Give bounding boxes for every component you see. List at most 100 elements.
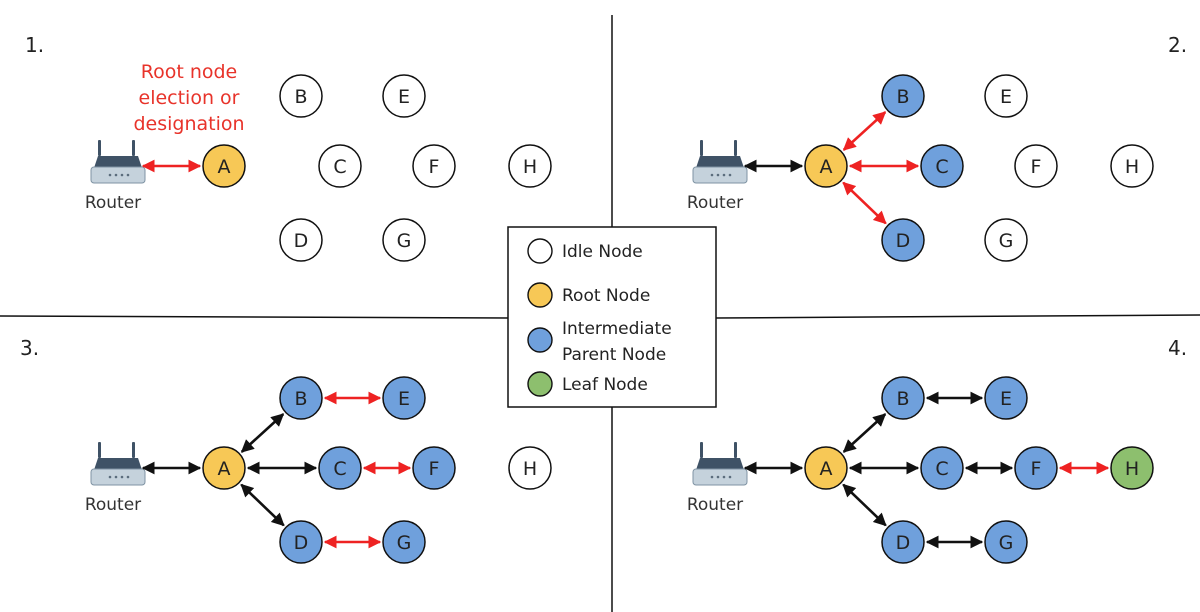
root-election-annotation: Root node election or designation bbox=[133, 61, 244, 135]
node-label: B bbox=[896, 388, 909, 410]
router-icon bbox=[90, 140, 146, 184]
node-c: C bbox=[318, 144, 362, 188]
node-b: B bbox=[279, 376, 323, 420]
node-c: C bbox=[920, 446, 964, 490]
node-label: D bbox=[294, 532, 309, 554]
node-label: H bbox=[523, 156, 537, 178]
annotation-line: Root node bbox=[141, 61, 238, 83]
node-d: D bbox=[279, 218, 323, 262]
node-g: G bbox=[382, 520, 426, 564]
node-label: B bbox=[294, 388, 307, 410]
annotation-line: election or bbox=[139, 87, 240, 109]
divider-horizontal-right bbox=[715, 314, 1200, 319]
node-label: A bbox=[218, 156, 231, 178]
node-label: A bbox=[820, 458, 833, 480]
node-a: A bbox=[202, 144, 246, 188]
node-label: G bbox=[397, 230, 412, 252]
link-a-d bbox=[240, 483, 285, 527]
legend-swatch bbox=[527, 371, 553, 397]
node-label: G bbox=[999, 532, 1014, 554]
legend-item-root: Root Node bbox=[527, 282, 650, 308]
router-icon bbox=[692, 140, 748, 184]
node-label: G bbox=[999, 230, 1014, 252]
link-a-b bbox=[842, 413, 887, 453]
panel-step-label: 4. bbox=[1168, 336, 1187, 360]
node-f: F bbox=[412, 144, 456, 188]
node-label: C bbox=[333, 156, 346, 178]
node-e: E bbox=[984, 376, 1028, 420]
annotation-line: designation bbox=[133, 113, 244, 135]
node-label: C bbox=[935, 458, 948, 480]
node-d: D bbox=[881, 218, 925, 262]
link-a-d bbox=[842, 483, 887, 527]
legend-item-leaf: Leaf Node bbox=[527, 371, 648, 397]
link-a-d bbox=[842, 181, 887, 225]
legend-label: Root Node bbox=[562, 286, 650, 306]
panel-step-label: 2. bbox=[1168, 33, 1187, 57]
panel-3: 3. Router A B C D E F G H bbox=[20, 336, 552, 564]
node-h: H bbox=[1110, 446, 1154, 490]
node-f: F bbox=[1014, 446, 1058, 490]
node-label: H bbox=[1125, 156, 1139, 178]
node-g: G bbox=[984, 520, 1028, 564]
node-label: A bbox=[218, 458, 231, 480]
node-g: G bbox=[984, 218, 1028, 262]
node-label: D bbox=[896, 230, 911, 252]
link-a-b bbox=[842, 111, 887, 151]
legend-label: Leaf Node bbox=[562, 375, 648, 395]
router-label: Router bbox=[687, 193, 743, 213]
node-label: E bbox=[1000, 86, 1012, 108]
node-label: F bbox=[1031, 156, 1042, 178]
node-label: B bbox=[896, 86, 909, 108]
panel-4: 4. Router A B C D E F G H bbox=[687, 336, 1187, 564]
node-d: D bbox=[279, 520, 323, 564]
node-e: E bbox=[984, 74, 1028, 118]
node-b: B bbox=[881, 376, 925, 420]
node-a: A bbox=[804, 144, 848, 188]
panel-2: 2. Router A B C D E F G H bbox=[687, 33, 1187, 262]
node-d: D bbox=[881, 520, 925, 564]
divider-horizontal-left bbox=[0, 315, 511, 319]
panel-step-label: 1. bbox=[25, 33, 44, 57]
legend-swatch bbox=[527, 238, 553, 264]
node-label: F bbox=[1031, 458, 1042, 480]
router-label: Router bbox=[687, 495, 743, 515]
node-label: E bbox=[398, 86, 410, 108]
node-label: C bbox=[935, 156, 948, 178]
node-label: C bbox=[333, 458, 346, 480]
node-label: E bbox=[1000, 388, 1012, 410]
node-label: B bbox=[294, 86, 307, 108]
node-label: F bbox=[429, 156, 440, 178]
node-label: F bbox=[429, 458, 440, 480]
legend-swatch bbox=[527, 327, 553, 353]
node-h: H bbox=[508, 144, 552, 188]
node-label: D bbox=[294, 230, 309, 252]
router-label: Router bbox=[85, 495, 141, 515]
node-b: B bbox=[279, 74, 323, 118]
node-f: F bbox=[1014, 144, 1058, 188]
node-g: G bbox=[382, 218, 426, 262]
legend-label: Idle Node bbox=[562, 242, 643, 262]
node-e: E bbox=[382, 376, 426, 420]
legend-swatch bbox=[527, 282, 553, 308]
node-label: G bbox=[397, 532, 412, 554]
node-label: E bbox=[398, 388, 410, 410]
router-icon bbox=[90, 442, 146, 486]
node-c: C bbox=[920, 144, 964, 188]
node-a: A bbox=[804, 446, 848, 490]
router-icon bbox=[692, 442, 748, 486]
node-label: H bbox=[1125, 458, 1139, 480]
node-f: F bbox=[412, 446, 456, 490]
node-h: H bbox=[1110, 144, 1154, 188]
node-h: H bbox=[508, 446, 552, 490]
node-b: B bbox=[881, 74, 925, 118]
panel-step-label: 3. bbox=[20, 336, 39, 360]
node-label: A bbox=[820, 156, 833, 178]
node-label: D bbox=[896, 532, 911, 554]
